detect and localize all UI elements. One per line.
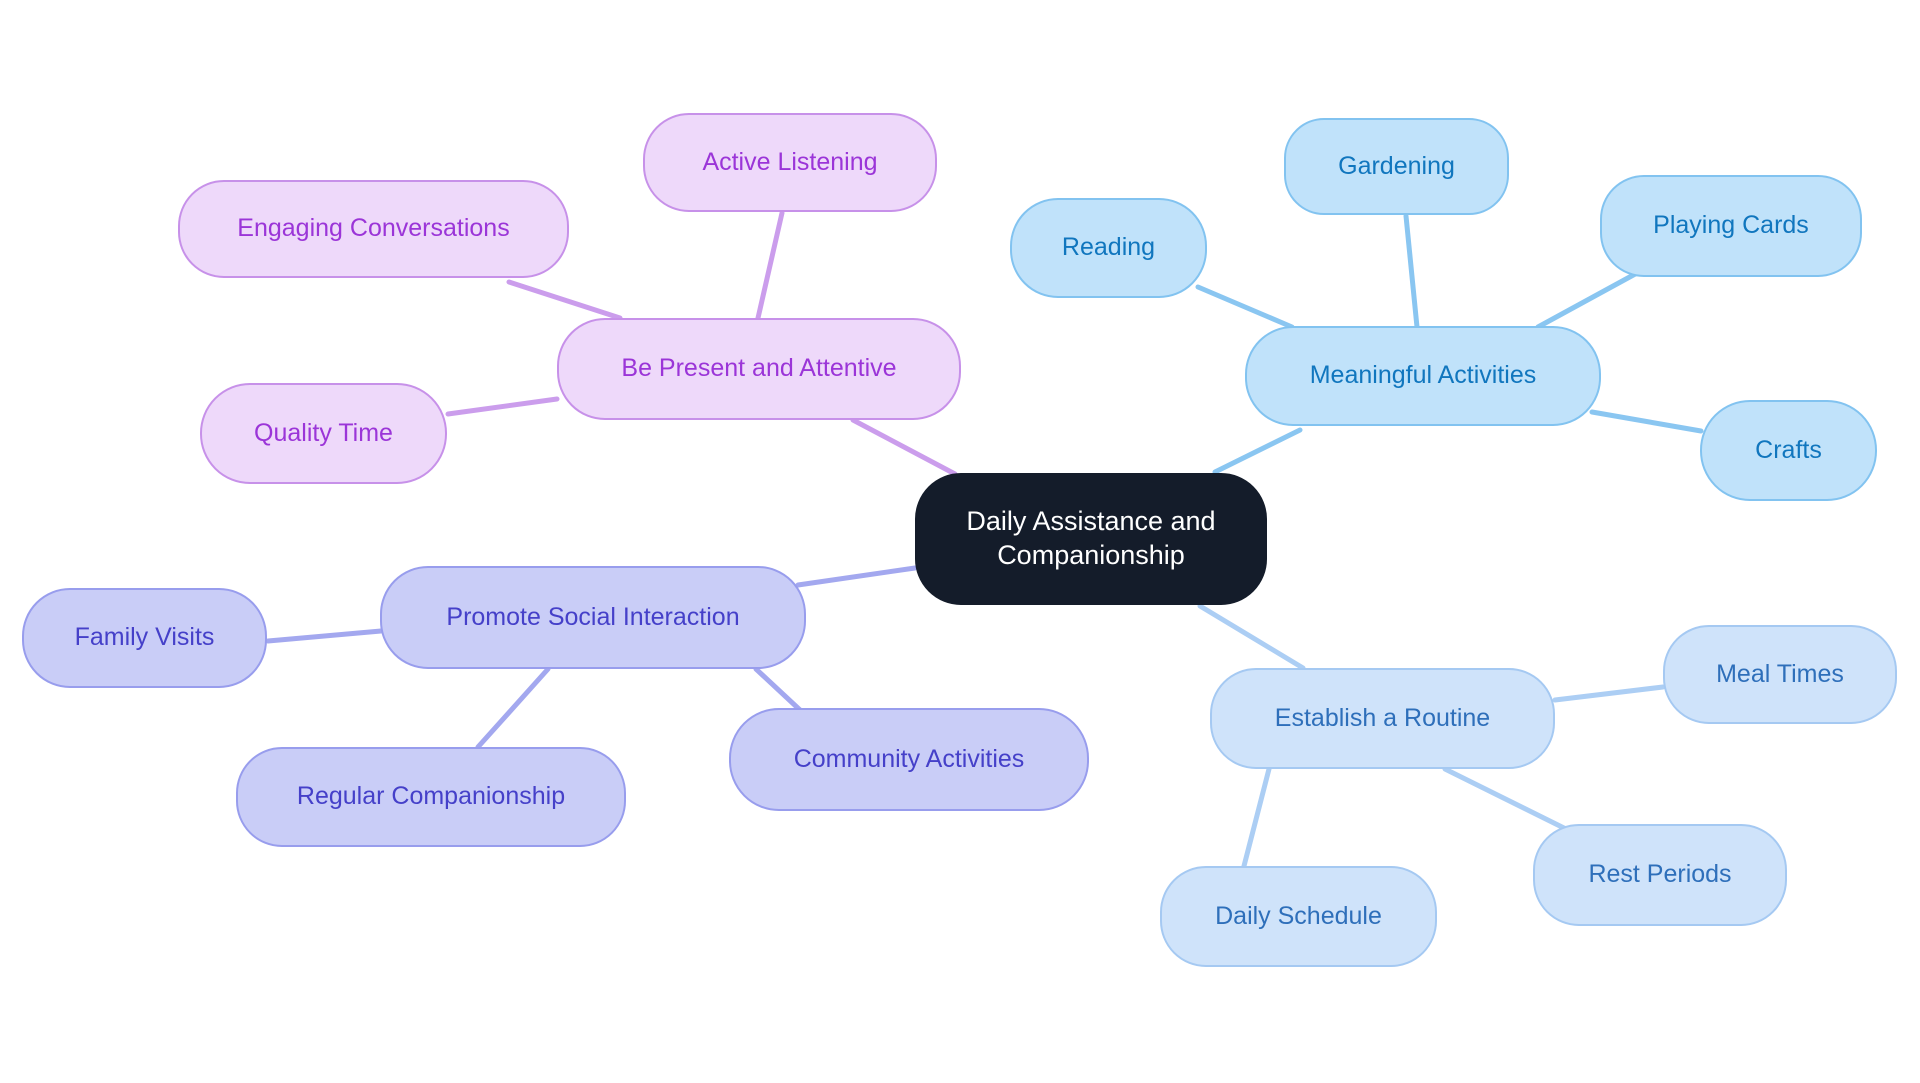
edge-meaningful-activities--crafts (1589, 409, 1704, 434)
node-label-promote-social: Promote Social Interaction (446, 602, 740, 631)
edge-meaningful-activities--reading (1195, 284, 1295, 330)
node-label-active-listening: Active Listening (702, 147, 878, 176)
node-label-rest-periods: Rest Periods (1588, 860, 1732, 889)
edge-be-present--active-listening (755, 210, 785, 321)
node-label-family-visits: Family Visits (74, 623, 215, 652)
edge-be-present--engaging-conversations (506, 279, 623, 321)
node-promote-social[interactable]: Promote Social Interaction (380, 566, 806, 669)
edge-establish-routine--rest-periods (1442, 766, 1573, 834)
node-be-present[interactable]: Be Present and Attentive (557, 318, 961, 420)
edge-meaningful-activities--playing-cards (1535, 270, 1640, 330)
node-active-listening[interactable]: Active Listening (643, 113, 937, 212)
edge-promote-social--community-activities (753, 666, 803, 713)
node-daily-schedule[interactable]: Daily Schedule (1160, 866, 1437, 967)
node-regular-companionship[interactable]: Regular Companionship (236, 747, 626, 847)
node-label-root: Daily Assistance and Companionship (966, 506, 1216, 570)
node-label-community-activities: Community Activities (793, 744, 1025, 773)
node-community-activities[interactable]: Community Activities (729, 708, 1089, 811)
node-reading[interactable]: Reading (1010, 198, 1207, 298)
node-meaningful-activities[interactable]: Meaningful Activities (1245, 326, 1601, 426)
edge-meaningful-activities--gardening (1403, 213, 1420, 330)
node-label-be-present: Be Present and Attentive (621, 354, 897, 383)
node-label-meal-times: Meal Times (1716, 659, 1844, 688)
edge-establish-routine--meal-times (1552, 684, 1666, 703)
edge-be-present--quality-time (445, 396, 560, 417)
node-label-crafts: Crafts (1755, 435, 1822, 464)
node-family-visits[interactable]: Family Visits (22, 588, 267, 688)
node-label-meaningful-activities: Meaningful Activities (1309, 361, 1537, 390)
node-quality-time[interactable]: Quality Time (200, 383, 447, 484)
node-playing-cards[interactable]: Playing Cards (1600, 175, 1862, 277)
edge-root--be-present (850, 417, 958, 477)
edge-promote-social--regular-companionship (475, 666, 551, 750)
node-label-playing-cards: Playing Cards (1653, 211, 1809, 240)
node-label-regular-companionship: Regular Companionship (296, 782, 566, 811)
node-gardening[interactable]: Gardening (1284, 118, 1509, 215)
edge-promote-social--family-visits (265, 628, 384, 644)
node-label-reading: Reading (1061, 233, 1156, 262)
edge-establish-routine--daily-schedule (1241, 766, 1272, 869)
node-crafts[interactable]: Crafts (1700, 400, 1877, 501)
node-rest-periods[interactable]: Rest Periods (1533, 824, 1787, 926)
node-label-establish-routine: Establish a Routine (1274, 703, 1491, 732)
node-root[interactable]: Daily Assistance and Companionship (915, 473, 1267, 605)
node-meal-times[interactable]: Meal Times (1663, 625, 1897, 724)
edge-root--promote-social (795, 565, 918, 588)
node-label-quality-time: Quality Time (254, 418, 393, 447)
edge-root--meaningful-activities (1212, 427, 1303, 475)
node-label-gardening: Gardening (1338, 151, 1455, 180)
node-establish-routine[interactable]: Establish a Routine (1210, 668, 1555, 769)
node-label-daily-schedule: Daily Schedule (1215, 901, 1382, 930)
edge-root--establish-routine (1197, 603, 1306, 671)
node-label-engaging-conversations: Engaging Conversations (237, 214, 510, 243)
node-engaging-conversations[interactable]: Engaging Conversations (178, 180, 569, 278)
